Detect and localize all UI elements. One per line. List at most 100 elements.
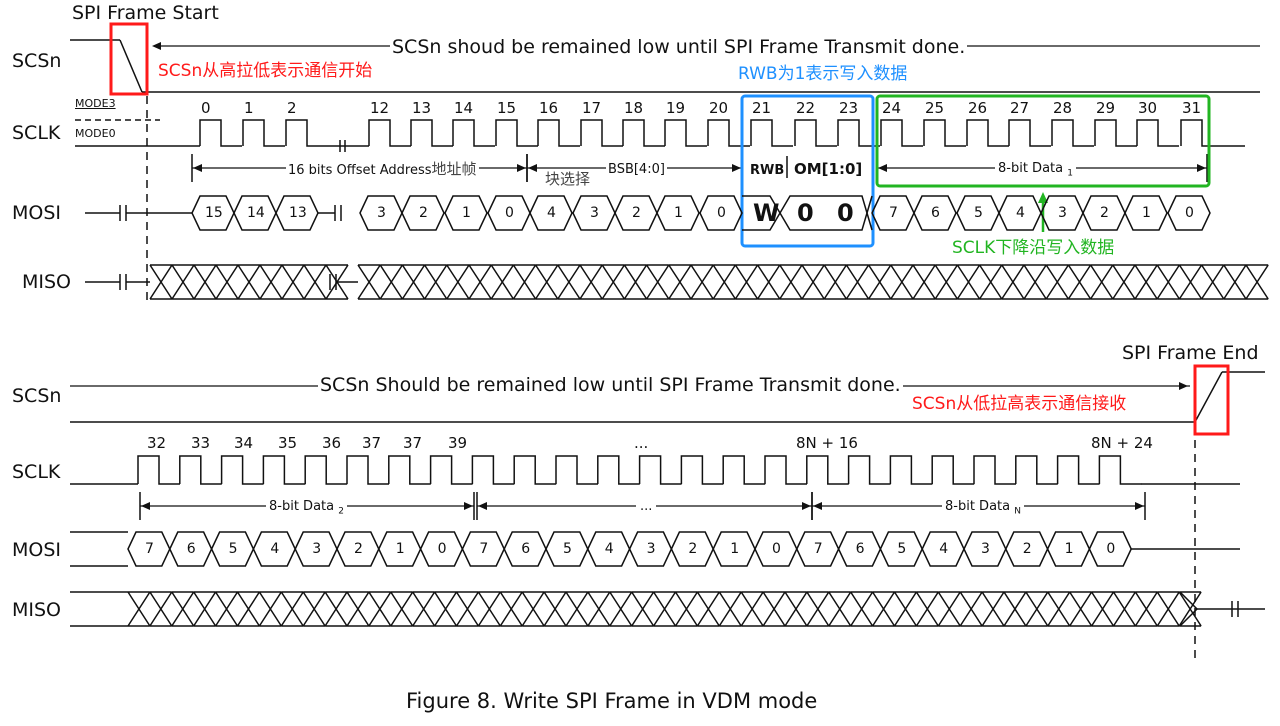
dataN-bracket-arrow-right	[1135, 502, 1144, 510]
miso-top-cell-b-22	[845, 264, 870, 300]
miso-top-cell-b-40	[1245, 264, 1269, 300]
mosi-bottom-value: 6	[521, 541, 531, 557]
clock-number-top: 21	[752, 99, 772, 117]
data1-sub: 1	[1067, 168, 1073, 179]
signal-scsn-top: SCSn	[12, 50, 62, 72]
miso-bottom-cell-23	[631, 591, 655, 627]
miso-bottom-cell-6	[258, 591, 282, 627]
mosi-top-value: 1	[1142, 205, 1151, 221]
miso-bottom-cell-2	[171, 591, 195, 627]
mosi-top-value: 7	[889, 205, 898, 221]
miso-bottom-cell-0	[127, 591, 151, 627]
scsn-start-highlight	[109, 22, 149, 96]
miso-bottom-cell-8	[302, 591, 326, 627]
mode3-label: MODE3	[75, 97, 116, 110]
miso-bottom-cell-15	[455, 591, 480, 627]
miso-top-cell-b-15	[690, 264, 714, 300]
sclk-top-pulses-a	[199, 119, 328, 147]
miso-bottom-cell-13	[412, 591, 436, 627]
miso-bottom-cell-10	[346, 591, 370, 627]
mosi-top-cell-b-8	[699, 195, 743, 231]
clock-number-top: 28	[1053, 99, 1073, 117]
scsn-pull-high-note: SCSn从低拉高表示通信接收	[912, 394, 1127, 414]
signal-scsn-bottom: SCSn	[12, 385, 62, 407]
miso-bottom-cell-21	[587, 591, 611, 627]
miso-top-cell-b-17	[734, 264, 759, 300]
miso-top-cell-b-36	[1156, 264, 1181, 300]
miso-top-cell-b-4	[446, 264, 470, 300]
miso-top-cell-a-7	[303, 264, 327, 300]
clock-number-top: 19	[666, 99, 686, 117]
miso-top-cell-b-9	[557, 264, 581, 300]
miso-bottom-cell-39	[981, 591, 1005, 627]
mosi-top-value: 1	[462, 205, 471, 221]
dataN-label: 8-bit Data N	[942, 500, 1024, 517]
spi-frame-start-label: SPI Frame Start	[72, 2, 219, 24]
bsb-label: BSB[4:0]	[606, 162, 667, 177]
miso-bottom-cell-28	[740, 591, 764, 627]
mosi-bottom-value: 0	[437, 541, 447, 557]
miso-bottom-cell-4	[214, 591, 239, 627]
dataN-text: 8-bit Data	[945, 499, 1011, 514]
mosi-top-value: 0	[797, 199, 814, 227]
mosi-bottom-value: 5	[563, 541, 572, 557]
scsn-pull-low-note: SCSn从高拉低表示通信开始	[158, 61, 373, 81]
sclk-falling-arrowhead	[1038, 192, 1048, 203]
clock-number-top: 13	[412, 99, 432, 117]
offset-address-bracket-arrow-left	[193, 164, 202, 172]
miso-bottom-cell-34	[871, 591, 896, 627]
miso-bottom-cell-26	[696, 591, 720, 627]
scsn-end-highlight	[1193, 364, 1230, 436]
miso-top-cell-b-23	[867, 264, 892, 300]
mosi-top-value: 0	[1185, 205, 1194, 221]
mosi-bottom-value: 5	[897, 541, 907, 557]
scsn-top-note-arrow	[152, 42, 161, 50]
mosi-bottom-value: 4	[939, 541, 949, 557]
scsn-bottom-rise	[1194, 371, 1223, 423]
miso-bottom-cell-12	[390, 591, 414, 627]
scsn-top-fall	[119, 39, 143, 93]
clock-number-bottom: 39	[448, 434, 468, 452]
mosi-rwb-om-upper	[742, 195, 873, 231]
data2-bracket-arrow-right	[464, 502, 473, 510]
mosi-bottom-value: 7	[145, 541, 154, 557]
clock-number-bottom: ...	[634, 434, 649, 452]
mosi-bottom-value: 6	[186, 541, 196, 557]
miso-top-cell-b-18	[756, 264, 781, 300]
miso-bottom-cell-42	[1047, 591, 1071, 627]
clock-number-bottom: 35	[278, 434, 298, 452]
miso-bottom-cell-47	[1156, 591, 1180, 627]
signal-mosi-top: MOSI	[12, 202, 62, 224]
mosi-top-cell-c-7	[1167, 195, 1211, 231]
mosi-top-cell-c-6	[1124, 195, 1168, 231]
mosi-bottom-value: 5	[228, 541, 238, 557]
miso-top-cell-a-6	[281, 264, 305, 300]
miso-top-cell-a-4	[237, 264, 261, 300]
miso-top-cell-b-37	[1178, 264, 1203, 300]
miso-bottom-cell-17	[499, 591, 523, 627]
miso-top-cell-b-33	[1089, 264, 1114, 300]
offset-address-bracket-arrow-right	[517, 164, 526, 172]
clock-number-top: 14	[454, 99, 474, 117]
clock-number-top: 27	[1010, 99, 1030, 117]
miso-bottom-cell-30	[784, 591, 808, 627]
mode0-label: MODE0	[75, 127, 116, 140]
miso-bottom-cell-38	[959, 591, 983, 627]
miso-bottom-cell-36	[915, 591, 939, 627]
mosi-bottom-value: 4	[270, 541, 280, 557]
clock-number-bottom: 37	[403, 434, 423, 452]
sclk-falling-note: SCLK下降沿写入数据	[952, 238, 1115, 258]
miso-top-cell-b-14	[668, 264, 692, 300]
clock-number-bottom: 37	[362, 434, 382, 452]
miso-top-cell-b-8	[534, 264, 559, 300]
data2-sub: 2	[338, 506, 344, 517]
miso-top-cell-a-0	[149, 264, 173, 300]
mosi-bottom-value: 2	[1022, 541, 1032, 557]
data1-label: 8-bit Data 1	[995, 162, 1076, 179]
miso-bottom-cell-25	[674, 591, 699, 627]
miso-bottom-cell-32	[828, 591, 852, 627]
clock-number-top: 1	[244, 99, 254, 117]
signal-sclk-top: SCLK	[12, 122, 61, 144]
miso-top-cell-b-34	[1112, 264, 1136, 300]
miso-bottom-cell-19	[543, 591, 567, 627]
